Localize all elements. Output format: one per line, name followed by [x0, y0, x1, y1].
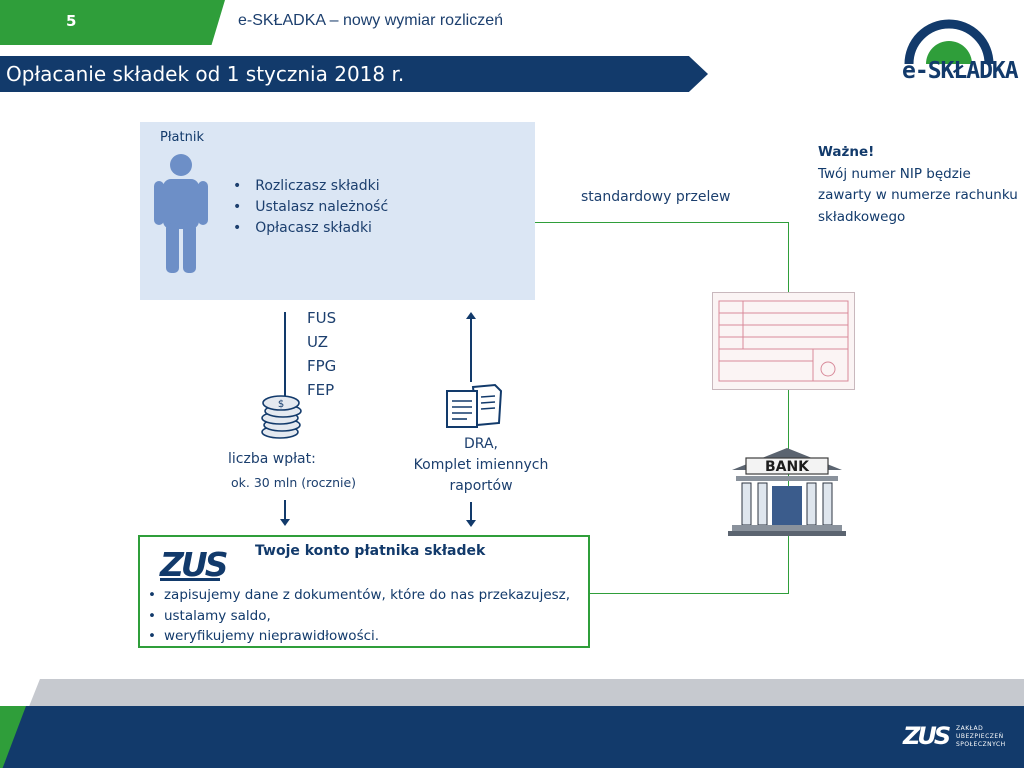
footer-org-name: ZAKŁAD UBEZPIECZEŃ SPOŁECZNYCH: [956, 725, 1006, 749]
payer-bullet: Rozliczasz składki: [233, 176, 388, 197]
documents-icon: [446, 383, 503, 428]
payments-value: ok. 30 mln (rocznie): [231, 475, 357, 490]
slide-number: 5: [66, 12, 77, 30]
footer-org-line: ZAKŁAD: [956, 725, 984, 732]
footer-grey-band: [28, 679, 1024, 709]
arrow-down: [466, 502, 476, 527]
fund-item: FUS: [307, 309, 337, 327]
footer-org-line: UBEZPIECZEŃ: [956, 733, 1004, 740]
page-title: Opłacanie składek od 1 stycznia 2018 r.: [6, 62, 405, 86]
zus-logo-underline: [160, 578, 220, 581]
coins-icon: $: [261, 395, 302, 439]
funds-list: FUS UZ FPG FEP: [307, 306, 336, 402]
payer-bullets: Rozliczasz składki Ustalasz należność Op…: [233, 176, 388, 239]
account-title: Twoje konto płatnika składek: [255, 543, 486, 559]
connector-line: [788, 222, 789, 594]
payments-label: liczba wpłat:: [228, 451, 316, 467]
title-band: [0, 56, 708, 92]
documents-label: DRA, Komplet imiennych raportów: [402, 434, 560, 497]
payer-label: Płatnik: [160, 130, 204, 145]
footer-navy-band: [0, 706, 1024, 768]
account-bullet: ustalamy saldo,: [148, 606, 570, 627]
arrow-down: [280, 312, 290, 404]
fund-item: FEP: [307, 381, 335, 399]
arrow-up: [466, 312, 476, 382]
documents-line: DRA,: [464, 436, 498, 452]
important-text: Twój numer NIP będzie zawarty w numerze …: [818, 165, 1018, 225]
important-note: Ważne! Twój numer NIP będzie zawarty w n…: [818, 142, 1018, 228]
arrow-down: [280, 500, 290, 526]
payer-bullet: Ustalasz należność: [233, 197, 388, 218]
svg-text:$: $: [278, 399, 284, 410]
documents-line: Komplet imiennych: [413, 457, 549, 473]
transfer-form-icon: [712, 292, 855, 390]
account-bullet: zapisujemy dane z dokumentów, które do n…: [148, 585, 570, 606]
header-title: e-SKŁADKA – nowy wymiar rozliczeń: [238, 12, 503, 29]
fund-item: UZ: [307, 333, 328, 351]
header-green-band: [0, 0, 225, 45]
bank-icon: BANK: [728, 448, 846, 536]
important-heading: Ważne!: [818, 144, 875, 160]
fund-item: FPG: [307, 357, 337, 375]
footer-zus-logo: ZUS: [903, 722, 951, 750]
documents-line: raportów: [449, 478, 513, 494]
footer-org-line: SPOŁECZNYCH: [956, 741, 1006, 748]
connector-line: [535, 222, 789, 223]
e-skladka-logo-text: e-SKŁADKA: [902, 58, 1019, 84]
account-bullets: zapisujemy dane z dokumentów, które do n…: [148, 585, 570, 647]
transfer-label: standardowy przelew: [581, 189, 731, 205]
account-bullet: weryfikujemy nieprawidłowości.: [148, 626, 570, 647]
person-icon: [154, 154, 208, 273]
zus-logo: ZUS: [160, 545, 228, 584]
connector-line: [590, 593, 789, 594]
bank-sign: BANK: [765, 459, 810, 475]
e-skladka-logo-icon: [904, 19, 994, 64]
payer-bullet: Opłacasz składki: [233, 218, 388, 239]
